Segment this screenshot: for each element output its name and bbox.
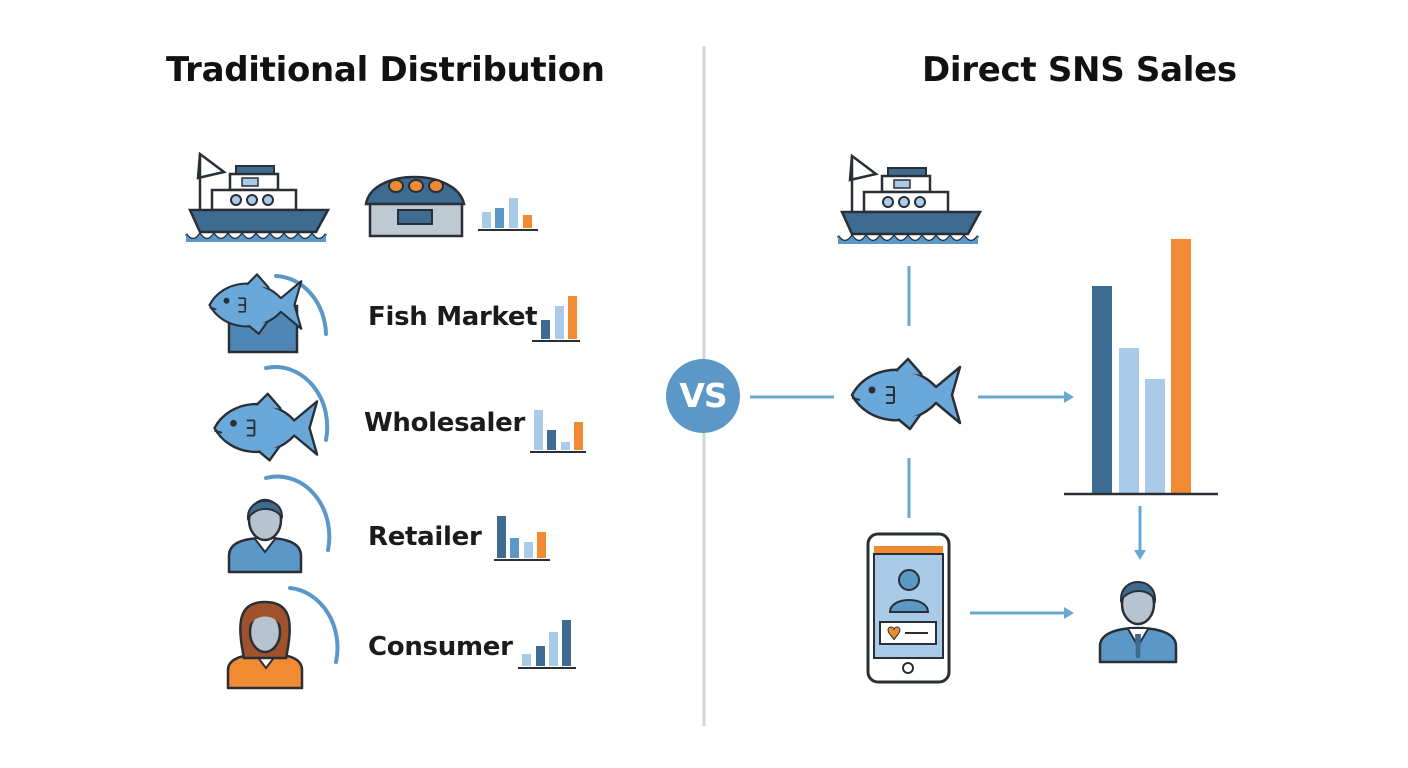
heading-traditional: Traditional Distribution [166,50,605,90]
market-stall-icon [364,175,466,238]
heading-direct-sns: Direct SNS Sales [922,50,1237,90]
fish-icon [213,392,319,462]
step-label-consumer: Consumer [368,632,513,662]
bar-chart-icon-1 [478,198,538,231]
boat-icon-direct [836,154,982,246]
vs-label: VS [679,376,727,415]
fish-icon-direct [850,357,962,431]
step-label-retailer: Retailer [368,522,482,552]
businessman-icon [1098,581,1178,664]
arc-3 [264,474,332,552]
vs-badge [666,359,740,433]
bar-chart-icon-3 [530,410,586,453]
fish-market-icon [208,273,303,354]
boat-icon [184,152,330,244]
bar-chart-icon-large [1064,239,1218,496]
arc-1 [274,274,328,336]
person-icon [227,498,303,574]
bar-chart-icon-4 [494,516,550,561]
step-label-wholesaler: Wholesaler [364,408,525,438]
bar-chart-icon-2 [532,296,580,342]
arc-4 [288,586,340,664]
smartphone-icon [866,532,951,684]
arc-2 [264,365,330,442]
step-label-fish-market: Fish Market [368,302,538,332]
bar-chart-icon-5 [518,620,576,669]
woman-icon [226,600,304,690]
